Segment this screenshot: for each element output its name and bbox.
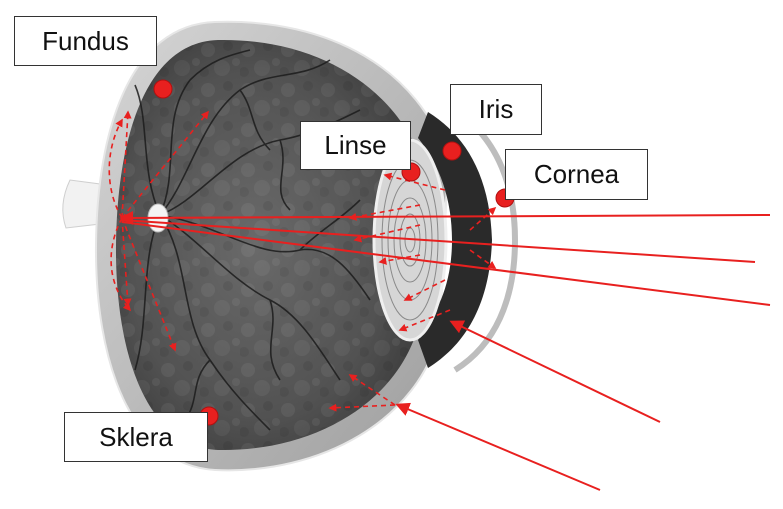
fundus-marker (154, 80, 172, 98)
linse-label: Linse (300, 121, 411, 170)
cornea-label: Cornea (505, 149, 648, 200)
sklera-label: Sklera (64, 412, 208, 462)
iris-marker (443, 142, 461, 160)
optic-nerve (63, 180, 100, 228)
iris-label: Iris (450, 84, 542, 135)
fundus-label: Fundus (14, 16, 157, 66)
